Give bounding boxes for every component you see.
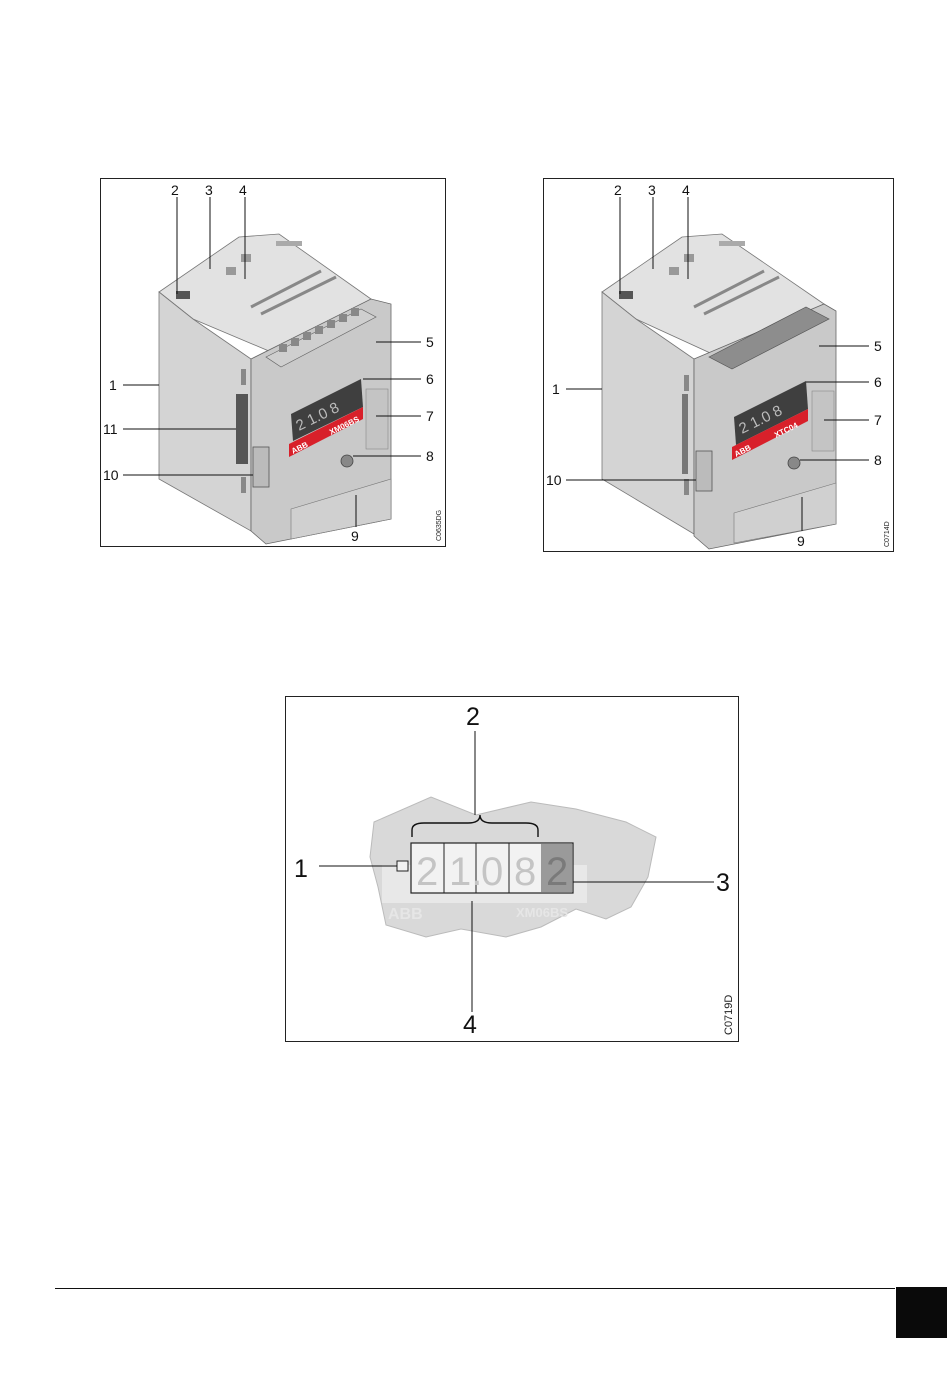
callout-7: 7 bbox=[874, 412, 882, 428]
callout-4: 4 bbox=[239, 182, 247, 198]
callout-3: 3 bbox=[648, 182, 656, 198]
callout-2: 2 bbox=[614, 182, 622, 198]
callout-6: 6 bbox=[426, 371, 434, 387]
callout-8: 8 bbox=[426, 448, 434, 464]
digit-5: 2 bbox=[546, 850, 568, 894]
display-detail-figure: 2 1. 0 8 2 ABB XM06BS 2 1 3 4 C0719D bbox=[285, 696, 739, 1042]
module-illustration: 2 1.0 8 ABB XTC04 2 3 4 5 6 7 8 9 1 10 C… bbox=[544, 179, 895, 553]
callout-1: 1 bbox=[109, 377, 117, 393]
callout-6: 6 bbox=[874, 374, 882, 390]
callout-8: 8 bbox=[874, 452, 882, 468]
callout-10: 10 bbox=[103, 467, 119, 483]
figure-code: C0714D bbox=[884, 521, 891, 547]
callout-4: 4 bbox=[682, 182, 690, 198]
module-illustration: 2 1.0 8 ABB XM06BS 2 3 4 5 6 7 8 9 1 11 … bbox=[101, 179, 447, 548]
page-tab-marker bbox=[896, 1287, 947, 1338]
led-indicator-icon bbox=[397, 861, 408, 871]
callout-7: 7 bbox=[426, 408, 434, 424]
footer-rule bbox=[55, 1288, 895, 1289]
reset-button-icon bbox=[788, 457, 800, 469]
callout-2: 2 bbox=[466, 703, 480, 731]
callout-9: 9 bbox=[351, 528, 359, 544]
module-figure-left: 2 1.0 8 ABB XM06BS 2 3 4 5 6 7 8 9 1 11 … bbox=[100, 178, 446, 547]
callout-5: 5 bbox=[426, 334, 434, 350]
display-illustration: 2 1. 0 8 2 ABB XM06BS 2 1 3 4 C0719D bbox=[286, 697, 740, 1043]
module-figure-right: 2 1.0 8 ABB XTC04 2 3 4 5 6 7 8 9 1 10 C… bbox=[543, 178, 894, 552]
digit-3: 0 bbox=[481, 850, 503, 894]
callout-2: 2 bbox=[171, 182, 179, 198]
callout-11: 11 bbox=[103, 421, 118, 437]
brand-label: ABB bbox=[388, 906, 423, 923]
callout-10: 10 bbox=[546, 472, 562, 488]
digit-1: 2 bbox=[416, 850, 438, 894]
callout-1: 1 bbox=[552, 381, 560, 397]
callout-1: 1 bbox=[294, 855, 308, 883]
reset-button-icon bbox=[341, 455, 353, 467]
callout-3: 3 bbox=[716, 869, 730, 897]
callout-9: 9 bbox=[797, 533, 805, 549]
callout-5: 5 bbox=[874, 338, 882, 354]
callout-3: 3 bbox=[205, 182, 213, 198]
digit-2: 1. bbox=[449, 850, 482, 894]
figure-code: C0719D bbox=[723, 995, 735, 1035]
digit-4: 8 bbox=[514, 850, 536, 894]
figure-code: C0635DG bbox=[436, 510, 443, 541]
callout-4: 4 bbox=[463, 1011, 477, 1039]
model-label: XM06BS bbox=[516, 905, 568, 920]
